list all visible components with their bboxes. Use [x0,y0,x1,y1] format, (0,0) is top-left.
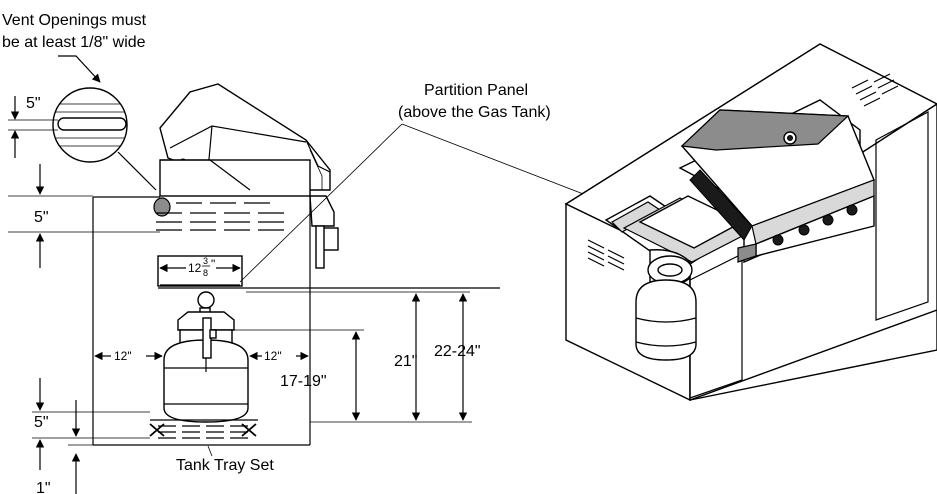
vent-detail-dim-label: 5" [26,95,41,112]
upper-vent-slots [153,197,284,231]
left-clearance-label: 12" [114,349,132,363]
panel-width-whole: 12 [188,261,202,275]
partition-label-line2: (above the Gas Tank) [398,104,551,121]
panel-width-den: 8 [203,268,208,278]
gas-tank-side [163,291,249,423]
panel-width-num: 3 [203,256,208,266]
upper-vent-dim-label: 5" [34,209,49,226]
panel-width-inch: " [211,257,215,271]
tray-gap-dim-label: 1" [36,480,51,494]
panel-height-label: 21" [394,353,417,370]
vent-detail-dimension [8,96,58,158]
right-clearance-label: 12" [264,349,282,363]
upper-vent-dimension [8,164,160,268]
enclosure-outline [92,196,311,446]
vent-note-leader [58,55,101,83]
lower-vent-dimension [32,378,150,470]
partition-label-line1: Partition Panel [424,82,528,99]
partition-leader-side [239,123,403,283]
grill-side-view [159,83,339,269]
tank-tray-label: Tank Tray Set [176,457,274,474]
panel-width-label: 12 3 8 " [188,256,215,278]
partition-panel-side [157,255,500,289]
overall-height-label: 22-24" [434,343,481,360]
tank-height-label: 17-19" [280,373,327,390]
vent-note-line1: Vent Openings must [2,12,147,29]
vent-detail-magnifier [52,87,157,191]
lower-vent-dim-label: 5" [34,414,49,431]
island-isometric-view [564,43,937,402]
tray-gap-dimension [68,400,93,494]
tank-tray-set [149,419,258,457]
vent-note-line2: be at least 1/8" wide [2,34,146,51]
height-dimensions [232,291,472,423]
